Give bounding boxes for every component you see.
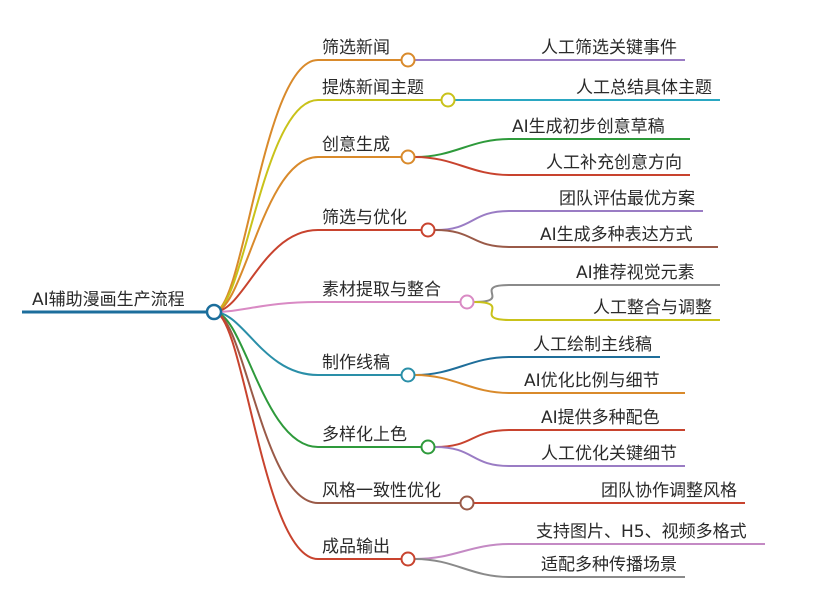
leaf-label: AI生成初步创意草稿 bbox=[512, 117, 665, 137]
root-node bbox=[205, 303, 223, 321]
leaf-link bbox=[473, 301, 720, 321]
leaf-link bbox=[434, 229, 718, 248]
leaf-label: 人工绘制主线稿 bbox=[533, 335, 652, 355]
leaf-link bbox=[473, 284, 720, 303]
leaf-label: 人工筛选关键事件 bbox=[541, 38, 677, 58]
mindmap-nodes bbox=[205, 52, 475, 567]
leaf-link bbox=[414, 543, 765, 560]
leaf-label: 适配多种传播场景 bbox=[541, 555, 677, 575]
branch-label: 制作线稿 bbox=[322, 353, 390, 373]
branch-node bbox=[459, 495, 475, 511]
branch-node bbox=[420, 439, 436, 455]
branch-link bbox=[213, 301, 319, 313]
branch-link bbox=[213, 229, 319, 313]
leaf-link bbox=[434, 446, 685, 467]
branch-node bbox=[459, 294, 475, 310]
mindmap-links bbox=[22, 58, 765, 578]
branch-link bbox=[213, 59, 319, 313]
leaf-link bbox=[414, 374, 685, 394]
branch-node bbox=[400, 52, 416, 68]
leaf-link bbox=[434, 210, 703, 231]
leaf-label: 人工优化关键细节 bbox=[541, 444, 677, 464]
branch-node bbox=[420, 222, 436, 238]
leaf-label: 支持图片、H5、视频多格式 bbox=[536, 522, 747, 542]
leaf-link bbox=[434, 429, 685, 448]
leaf-link bbox=[414, 558, 685, 578]
branch-label: 提炼新闻主题 bbox=[322, 78, 424, 98]
branch-label: 筛选新闻 bbox=[322, 38, 390, 58]
leaf-label: 人工补充创意方向 bbox=[546, 153, 682, 173]
leaf-label: AI生成多种表达方式 bbox=[540, 225, 693, 245]
branch-node bbox=[400, 551, 416, 567]
leaf-link bbox=[414, 156, 690, 176]
leaf-label: 团队评估最优方案 bbox=[559, 189, 695, 209]
leaf-label: 人工总结具体主题 bbox=[576, 78, 712, 98]
leaf-label: AI优化比例与细节 bbox=[524, 371, 660, 391]
branch-link bbox=[213, 311, 319, 376]
leaf-link bbox=[414, 356, 660, 376]
leaf-link bbox=[414, 138, 690, 158]
branch-link bbox=[213, 156, 319, 313]
branch-label: 素材提取与整合 bbox=[322, 280, 441, 300]
root-label: AI辅助漫画生产流程 bbox=[32, 290, 185, 310]
leaf-label: 团队协作调整风格 bbox=[601, 481, 737, 501]
branch-label: 创意生成 bbox=[322, 135, 390, 155]
branch-label: 多样化上色 bbox=[322, 425, 407, 445]
branch-link bbox=[213, 311, 319, 448]
branch-link bbox=[213, 311, 319, 560]
branch-node bbox=[440, 92, 456, 108]
branch-node bbox=[400, 149, 416, 165]
leaf-label: AI推荐视觉元素 bbox=[576, 263, 695, 283]
branch-node bbox=[400, 367, 416, 383]
branch-label: 筛选与优化 bbox=[322, 208, 407, 228]
branch-link bbox=[213, 311, 319, 504]
branch-link bbox=[213, 99, 319, 313]
branch-label: 成品输出 bbox=[322, 537, 390, 557]
leaf-label: 人工整合与调整 bbox=[593, 298, 712, 318]
branch-label: 风格一致性优化 bbox=[322, 481, 441, 501]
leaf-label: AI提供多种配色 bbox=[541, 408, 660, 428]
